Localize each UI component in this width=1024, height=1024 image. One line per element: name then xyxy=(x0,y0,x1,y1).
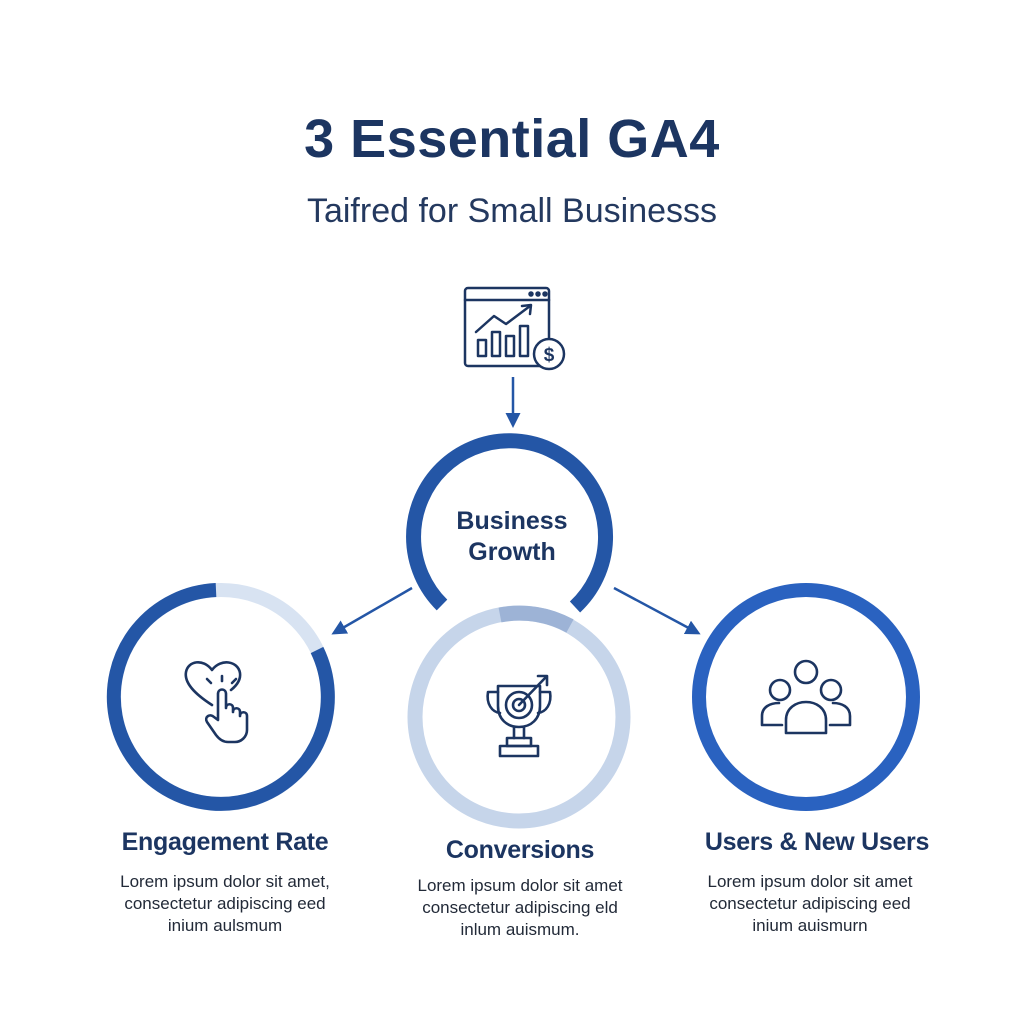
arrow-center-to-right xyxy=(613,586,701,635)
center-ring xyxy=(406,433,614,613)
desc-line: consectetur adipiscing eld xyxy=(422,898,618,917)
arrow-center-to-left xyxy=(331,586,413,635)
desc-line: inium auismurn xyxy=(752,916,868,935)
metric-desc-engagement: Lorem ipsum dolor sit amet, consectetur … xyxy=(80,871,370,937)
metric-title-engagement: Engagement Rate xyxy=(121,828,329,856)
svg-text:$: $ xyxy=(544,345,555,366)
metric-title-users: Users & New Users xyxy=(704,828,930,856)
desc-line: consectetur adipiscing eed xyxy=(709,894,911,913)
desc-line: Lorem ipsum dolor sit amet, xyxy=(120,872,330,891)
heart-tap-icon xyxy=(184,661,249,744)
desc-line: Lorem ipsum dolor sit amet xyxy=(707,872,913,891)
users-ring xyxy=(692,583,920,811)
metric-desc-conversions: Lorem ipsum dolor sit amet consectetur a… xyxy=(375,875,665,941)
desc-line: consectetur adipiscing eed xyxy=(124,894,326,913)
users-group-icon xyxy=(760,659,852,735)
desc-line: inlum auismum. xyxy=(460,920,580,939)
page-title: 3 Essential GA4 xyxy=(304,109,720,169)
metric-title-conversions: Conversions xyxy=(445,836,595,864)
center-label-line1: Business xyxy=(456,507,568,535)
conversions-ring xyxy=(407,605,631,829)
center-label: Business Growth xyxy=(412,506,612,568)
center-label-line2: Growth xyxy=(468,538,556,566)
page-subtitle: Taifred for Small Businesss xyxy=(306,192,718,230)
desc-line: Lorem ipsum dolor sit amet xyxy=(417,876,623,895)
engagement-ring xyxy=(106,583,335,811)
metric-desc-users: Lorem ipsum dolor sit amet consectetur a… xyxy=(665,871,955,937)
trophy-target-icon xyxy=(486,674,552,758)
desc-line: inium aulsmum xyxy=(167,916,283,935)
analytics-dollar-icon: $ xyxy=(463,286,566,371)
